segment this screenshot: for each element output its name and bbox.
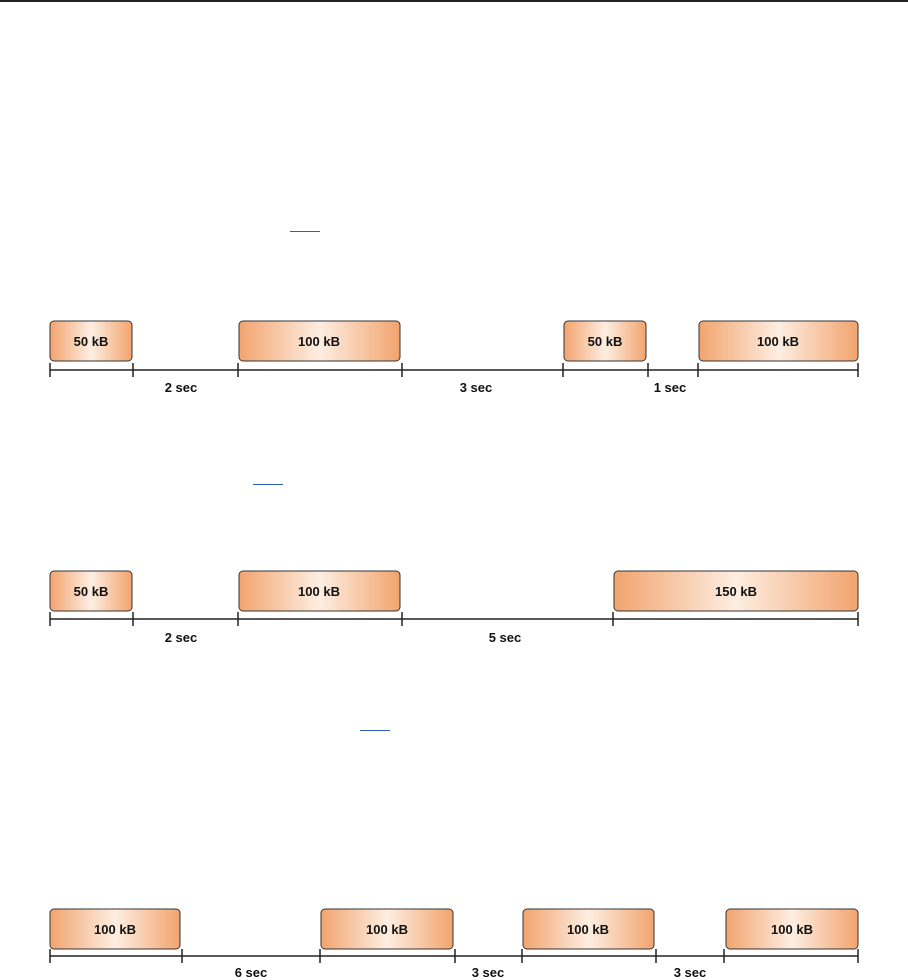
gap-label: 5 sec <box>489 630 522 645</box>
data-block: 100 kB <box>49 908 181 950</box>
gap-label: 6 sec <box>235 965 268 980</box>
data-block: 50 kB <box>49 320 133 362</box>
data-block-label: 100 kB <box>94 922 136 937</box>
data-block: 100 kB <box>725 908 859 950</box>
data-block-label: 50 kB <box>74 584 109 599</box>
data-block: 50 kB <box>563 320 647 362</box>
data-block: 100 kB <box>320 908 454 950</box>
data-block: 100 kB <box>698 320 859 362</box>
gap-label: 3 sec <box>674 965 707 980</box>
reference-link-1[interactable] <box>290 231 320 232</box>
data-block-label: 100 kB <box>298 584 340 599</box>
timeline-2: 50 kB 100 kB 150 kB 2 sec 5 sec <box>49 570 859 645</box>
gap-label: 3 sec <box>472 965 505 980</box>
data-block-label: 100 kB <box>366 922 408 937</box>
data-block-label: 100 kB <box>567 922 609 937</box>
data-block-label: 150 kB <box>715 584 757 599</box>
data-block: 150 kB <box>613 570 859 612</box>
data-block: 100 kB <box>522 908 655 950</box>
gap-label: 3 sec <box>460 380 493 395</box>
gap-label: 1 sec <box>654 380 687 395</box>
data-block-label: 100 kB <box>757 334 799 349</box>
gap-label: 2 sec <box>165 380 198 395</box>
reference-link-2[interactable] <box>253 484 283 485</box>
reference-link-3[interactable] <box>360 730 390 731</box>
timeline-3: 100 kB 100 kB 100 kB 100 kB 6 sec 3 sec … <box>49 908 859 980</box>
data-block-label: 50 kB <box>588 334 623 349</box>
gap-label: 2 sec <box>165 630 198 645</box>
data-block-label: 100 kB <box>298 334 340 349</box>
data-block: 100 kB <box>238 570 401 612</box>
data-block: 50 kB <box>49 570 133 612</box>
top-rule <box>0 0 908 2</box>
timeline-1: 50 kB 100 kB 50 kB 100 kB 2 sec 3 sec 1 … <box>49 320 859 395</box>
data-block-label: 100 kB <box>771 922 813 937</box>
data-block-label: 50 kB <box>74 334 109 349</box>
data-block: 100 kB <box>238 320 401 362</box>
